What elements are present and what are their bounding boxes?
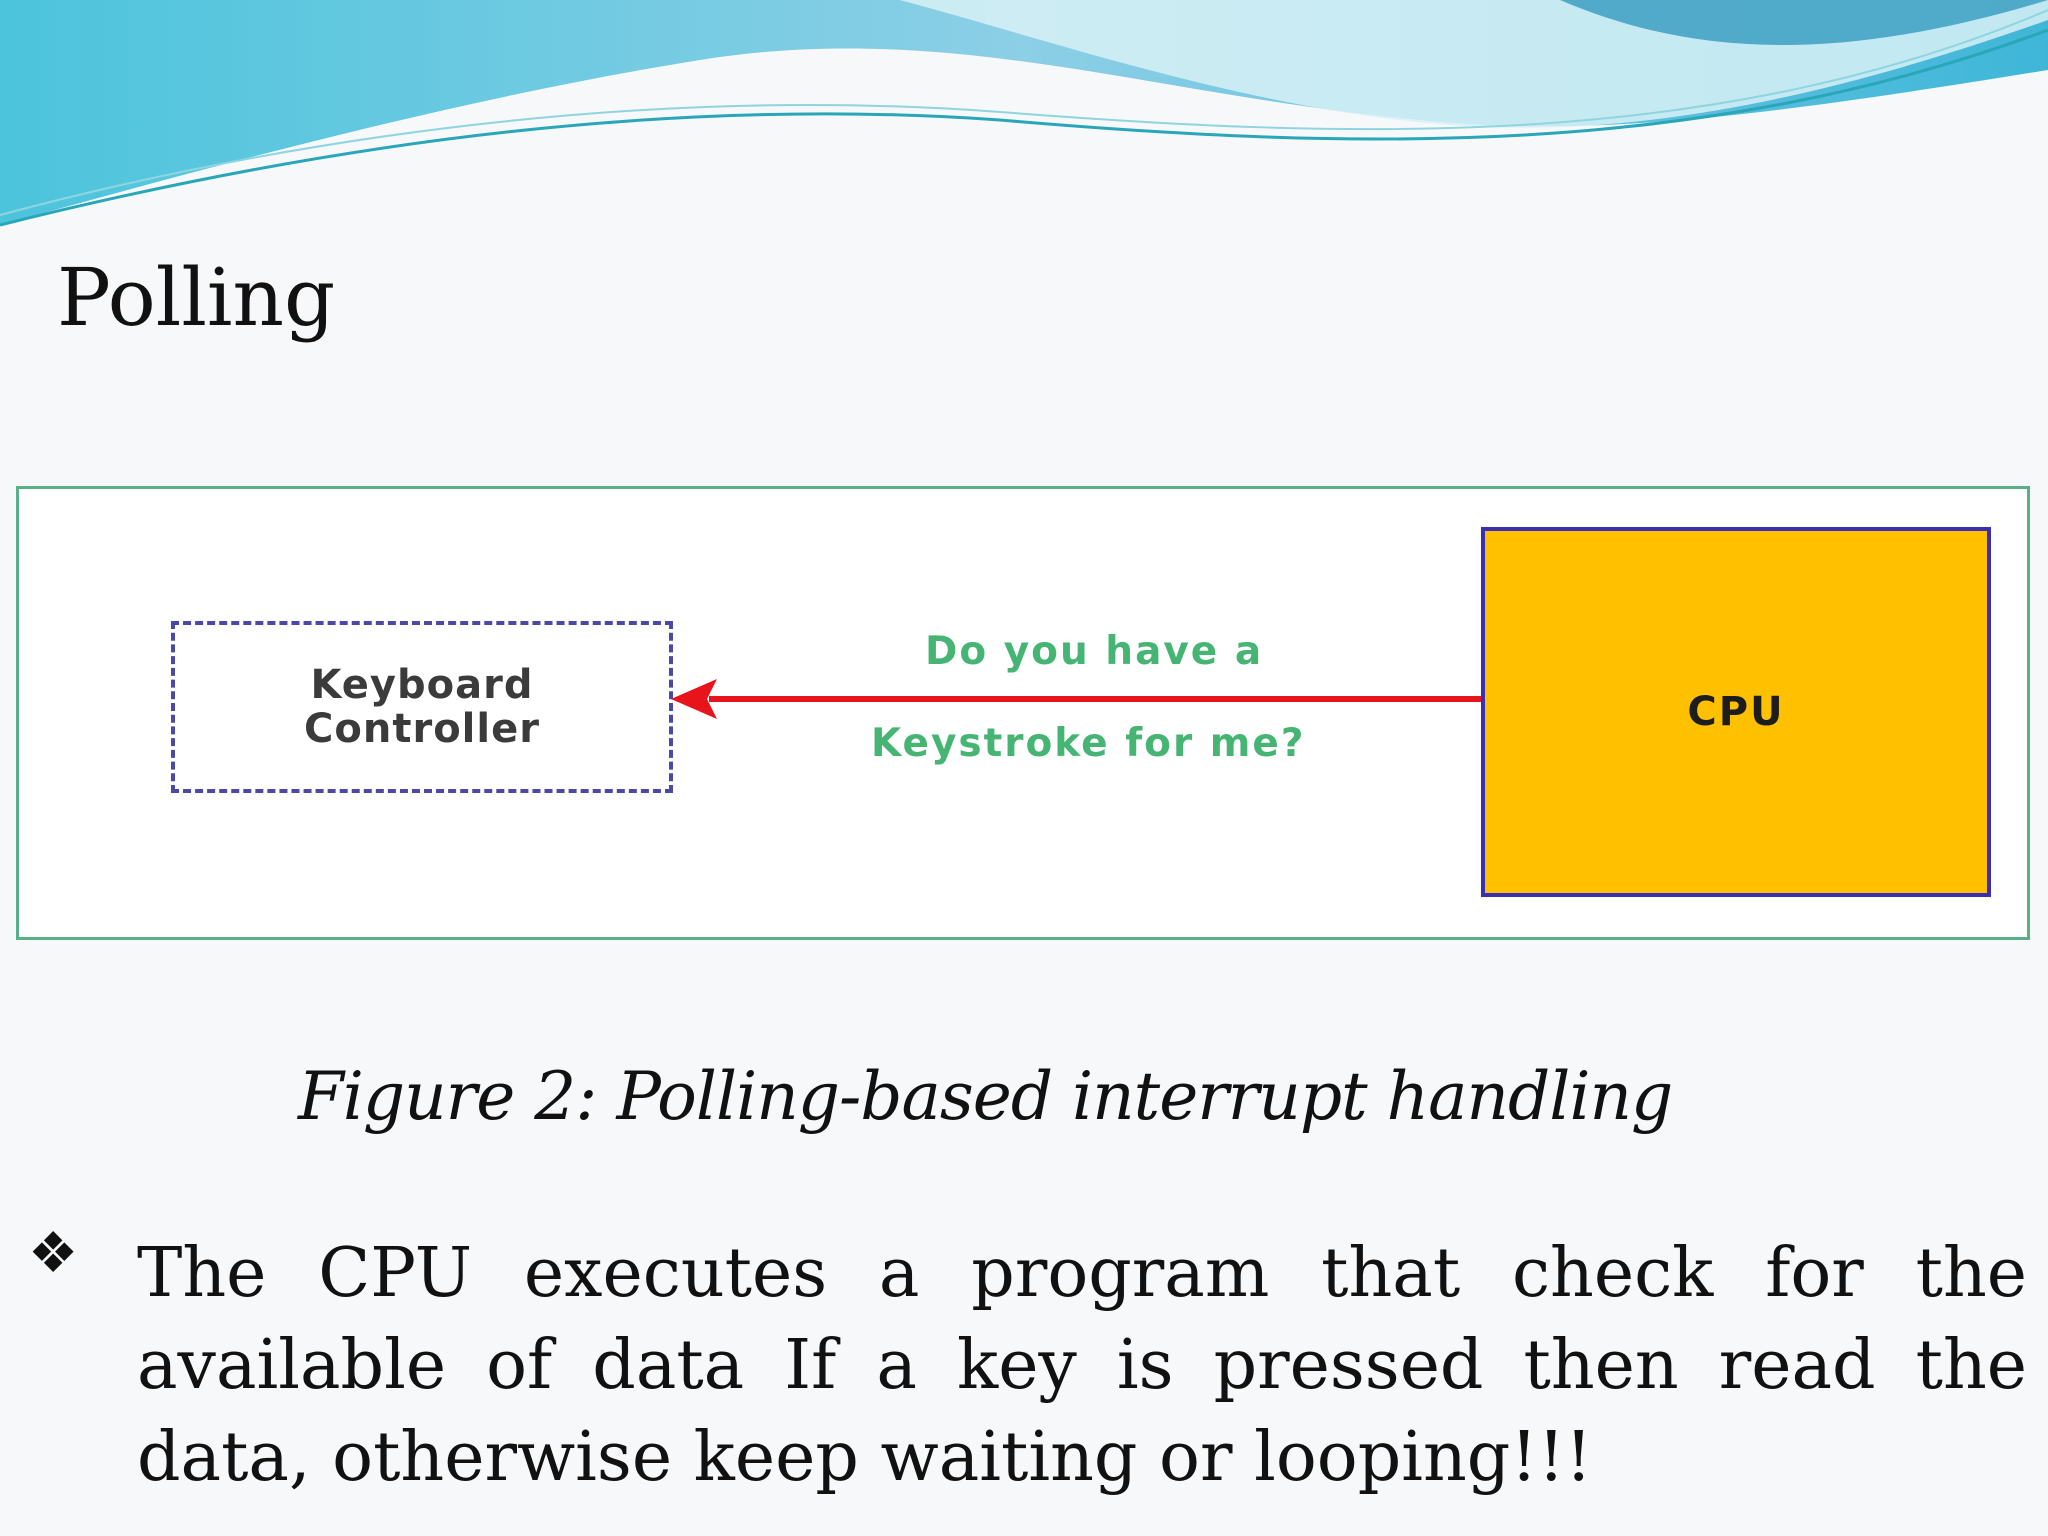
poll-arrow: [671, 679, 1484, 719]
message-line-2: Keystroke for me?: [871, 721, 1306, 766]
cpu-label: CPU: [1687, 689, 1785, 735]
figure-caption: Figure 2: Polling-based interrupt handli…: [298, 1058, 1673, 1135]
slide-title: Polling: [57, 251, 336, 344]
top-wave-decoration: [0, 0, 2048, 227]
message-line-1: Do you have a: [925, 629, 1264, 674]
keyboard-controller-label: Keyboard Controller: [304, 662, 540, 752]
diamond-bullet-icon: ❖: [28, 1221, 79, 1286]
poll-arrow-head: [671, 679, 717, 719]
polling-diagram: Keyboard Controller Do you have a Keystr…: [16, 486, 2030, 940]
cpu-box: CPU: [1481, 527, 1991, 897]
keyboard-controller-box: Keyboard Controller: [171, 621, 673, 793]
bullet-text: The CPU executes a program that check fo…: [137, 1234, 2027, 1497]
